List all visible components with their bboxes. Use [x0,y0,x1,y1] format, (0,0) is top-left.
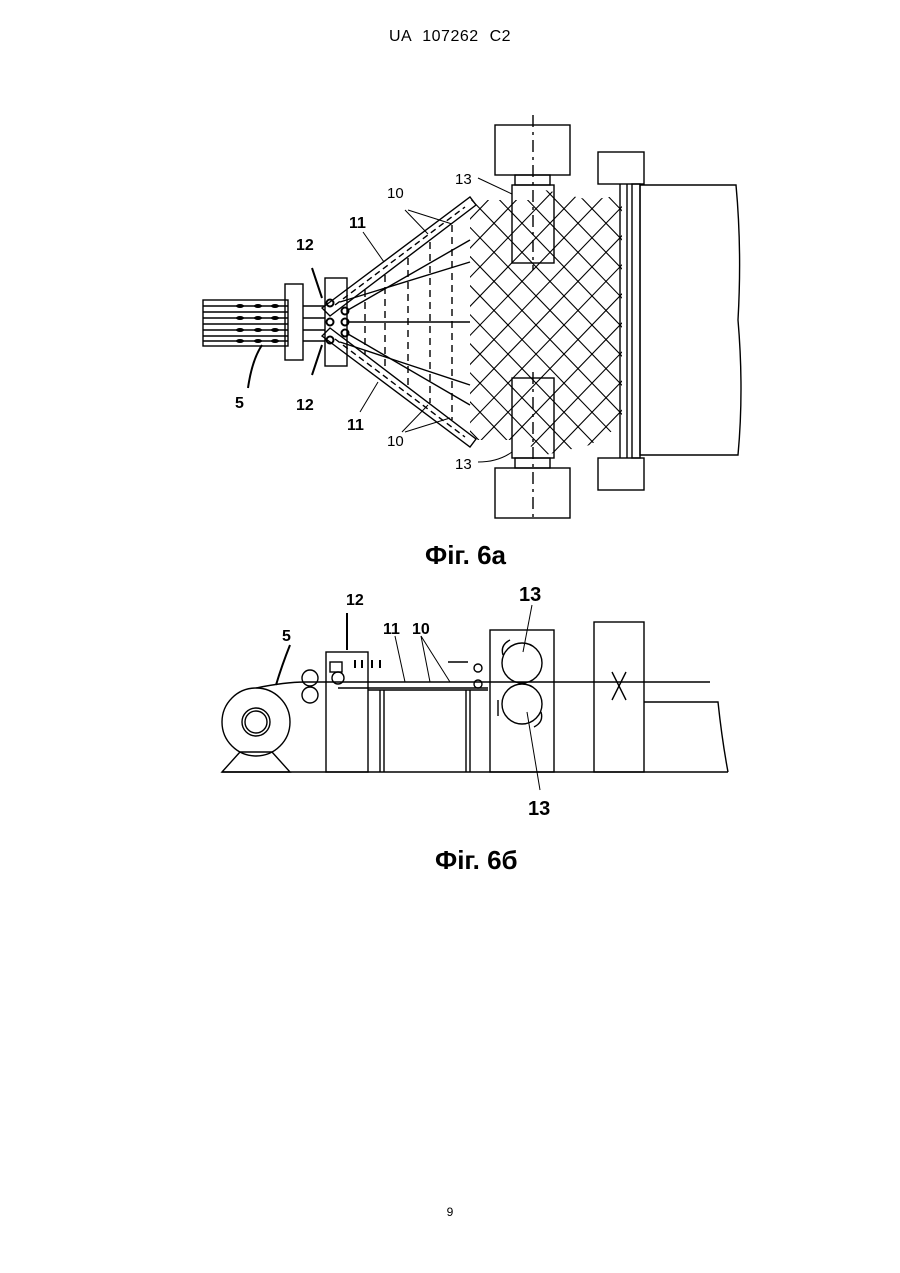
figure-6a-drawing: 13 13 10 10 11 11 12 12 5 [70,115,900,522]
label-13-bottom: 13 [455,456,472,473]
label-11-top: 11 [349,215,366,232]
label-10-side: 10 [412,621,430,638]
label-11-side: 11 [383,621,400,638]
figure-6b-drawing: 5 12 11 10 13 13 [222,584,728,820]
wire-bundle [203,300,288,346]
wire-mesh [70,190,900,460]
label-12-side: 12 [346,592,364,609]
roll-stand [490,630,554,772]
label-11-bottom: 11 [347,417,364,434]
wire-coil [222,688,290,772]
label-13-side-top: 13 [519,584,541,606]
label-13-top: 13 [455,171,472,188]
label-5-side: 5 [282,628,291,645]
fan-wires [340,240,470,405]
wire-path [256,682,710,688]
label-13-side-bottom: 13 [528,798,550,820]
figure-6a-caption: Фіг. 6а [425,540,506,571]
support-frame [326,652,488,772]
label-12-top: 12 [296,237,314,254]
label-10-top: 10 [387,185,404,202]
cutting-unit [598,152,741,490]
page-number: 9 [0,1205,900,1219]
upper-roll-assembly [495,115,570,270]
label-10-bottom: 10 [387,433,404,450]
label-12-bottom: 12 [296,397,314,414]
label-5: 5 [235,395,244,412]
cutting-unit-side [594,622,728,772]
fig6b-leaders [276,605,540,790]
distribution-rollers [327,300,349,344]
figure-6b-caption: Фіг. 6б [435,845,518,876]
